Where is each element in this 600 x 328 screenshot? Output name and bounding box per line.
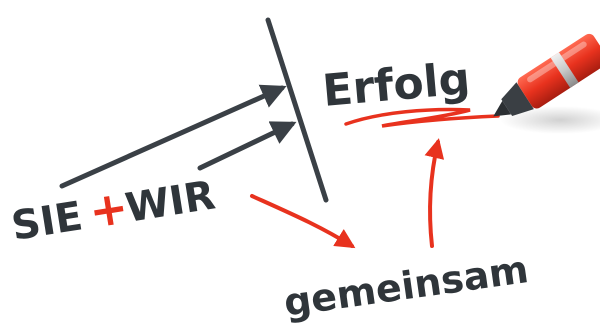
divider-line bbox=[265, 17, 329, 203]
arrow-lower bbox=[197, 121, 297, 171]
wir-text: WIR bbox=[122, 172, 218, 231]
red-marker-pen-icon bbox=[493, 33, 600, 134]
gemeinsam-text: gemeinsam bbox=[281, 247, 531, 325]
sie-text: SIE bbox=[8, 193, 85, 250]
arrow-to-erfolg bbox=[424, 138, 445, 248]
erfolg-underline bbox=[344, 107, 500, 128]
erfolg-text: Erfolg bbox=[321, 53, 473, 117]
plus-sign: + bbox=[85, 179, 132, 238]
arrow-upper bbox=[59, 84, 287, 189]
arrow-to-gemeinsam bbox=[250, 194, 356, 249]
